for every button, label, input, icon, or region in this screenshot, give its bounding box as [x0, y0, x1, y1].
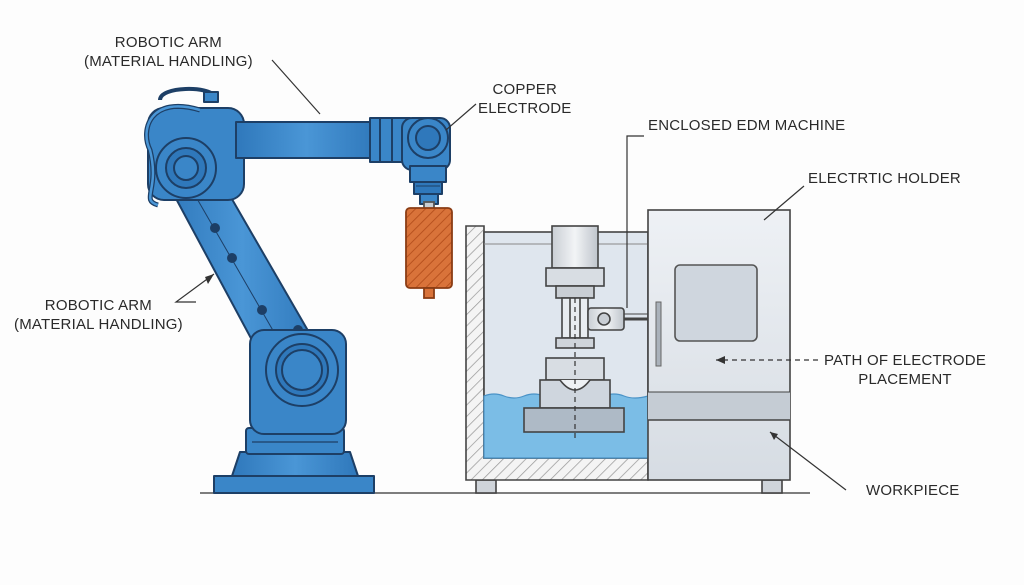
label-copper-electrode: COPPER ELECTRODE — [478, 80, 572, 118]
label-line: WORKPIECE — [866, 482, 960, 499]
robotic-arm — [144, 86, 451, 494]
copper-electrode — [405, 201, 453, 299]
label-enclosed-edm-machine: ENCLOSED EDM MACHINE — [648, 116, 845, 135]
arrowhead-robotic-arm-left — [205, 274, 214, 284]
spindle-collar — [545, 267, 605, 287]
label-line: ELECTRODE — [478, 100, 572, 117]
robot-base-pedestal — [231, 451, 359, 477]
machine-cabinet — [647, 209, 791, 481]
label-robotic-arm-left: ROBOTIC ARM (MATERIAL HANDLING) — [14, 296, 183, 334]
robot-forearm — [235, 121, 377, 159]
leader-copper-electrode — [445, 103, 477, 131]
machine-window — [674, 264, 758, 342]
leader-arrowheads — [205, 274, 778, 440]
label-line: PATH OF ELECTRODE — [824, 352, 987, 369]
label-line: COPPER — [492, 81, 558, 98]
leader-edm-machine — [626, 135, 644, 308]
label-robotic-arm-top: ROBOTIC ARM (MATERIAL HANDLING) — [84, 33, 253, 71]
label-line: ELECTRTIC HOLDER — [808, 170, 961, 187]
label-electrtic-holder: ELECTRTIC HOLDER — [808, 169, 961, 188]
leader-electrtic-holder — [763, 185, 805, 221]
robot-base-plate — [213, 475, 375, 494]
arrowhead-workpiece — [770, 432, 778, 440]
label-path-of-electrode: PATH OF ELECTRODE PLACEMENT — [824, 351, 986, 389]
machine-door-handle — [655, 301, 662, 367]
label-workpiece: WORKPIECE — [866, 481, 959, 500]
label-line: ENCLOSED EDM MACHINE — [648, 117, 846, 134]
leader-workpiece — [769, 431, 847, 491]
label-line: (MATERIAL HANDLING) — [84, 53, 253, 70]
label-line: (MATERIAL HANDLING) — [14, 316, 183, 333]
label-line: ROBOTIC ARM — [114, 34, 223, 51]
leader-robotic-arm-top — [271, 59, 321, 115]
edm-machine — [465, 209, 791, 494]
machine-foot-left — [475, 479, 497, 494]
workpiece-table — [523, 407, 625, 433]
leader-robotic-arm-left — [174, 273, 215, 303]
label-line: ROBOTIC ARM — [44, 297, 153, 314]
arrowhead-path-of-electrode — [716, 356, 725, 364]
spindle-head — [551, 225, 599, 269]
machine-foot-right — [761, 479, 783, 494]
label-line: PLACEMENT — [858, 371, 952, 388]
callout-leaders — [174, 59, 847, 491]
